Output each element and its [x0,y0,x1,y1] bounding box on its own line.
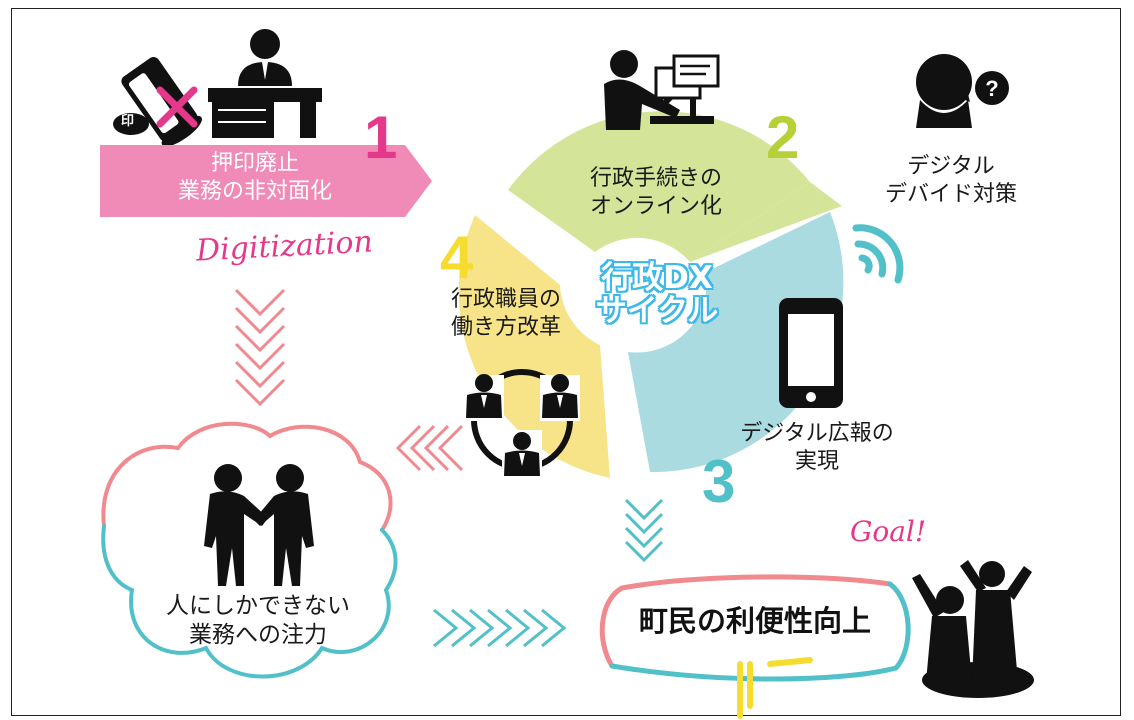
question-person-icon: ? [916,54,1009,128]
down-chevrons-1 [234,288,286,407]
divide-label-line1: デジタル [907,154,995,179]
center-label: 行政DX サイクル [588,262,726,327]
step1-label: 押印廃止 業務の非対面化 [120,150,390,206]
step4-number: 4 [440,224,474,291]
step1-banner [100,145,432,217]
online-worker-icon [604,50,720,130]
step2-label-line1: 行政手続きの [589,166,722,191]
handshake-icon [204,464,314,586]
wifi-icon [852,224,904,284]
divide-label-line2: デバイド対策 [884,182,1017,208]
svg-text:?: ? [985,76,998,101]
step2-label-line2: オンライン化 [589,194,722,220]
down-chevrons-2 [624,498,664,563]
team-icon [464,369,580,476]
diagram-frame [11,8,1121,716]
step4-label-line1: 行政職員の [450,287,561,312]
step1-label-line1: 押印廃止 [210,151,299,176]
step4-label: 行政職員の 働き方改革 [432,286,580,342]
cloud-label: 人にしかできない 業務への注力 [140,592,376,651]
step4-label-line2: 働き方改革 [450,315,561,341]
stamp-icon [113,56,202,147]
smartphone-icon [779,298,843,408]
right-chevrons [433,608,567,648]
step2-number: 2 [766,104,800,171]
cloud-label-line2: 業務への注力 [189,622,327,649]
step1-label-line2: 業務の非対面化 [177,179,332,205]
cross-mark-icon [156,86,198,128]
cloud-label-line1: 人にしかできない [166,593,350,619]
goal-banner-text: 町民の利便性向上 [638,604,871,638]
step3-label-line2: 実現 [794,449,839,475]
cloud-outline [101,421,398,679]
goal-banner-outline [599,574,911,719]
stamp-label: 印 [121,114,135,129]
divide-label: デジタル デバイド対策 [866,153,1036,209]
left-chevrons [395,424,464,472]
desk-worker-icon [208,29,322,138]
step3-number: 3 [702,448,736,515]
step3-label: デジタル広報の 実現 [712,420,922,476]
step1-number: 1 [364,104,398,171]
center-label-line2: サイクル [595,292,719,329]
step3-label-line1: デジタル広報の [740,421,894,446]
step2-label: 行政手続きの オンライン化 [560,165,752,221]
celebration-icon [912,560,1034,698]
goal-label: Goal! [850,515,927,548]
center-label-line1: 行政DX [601,260,713,296]
